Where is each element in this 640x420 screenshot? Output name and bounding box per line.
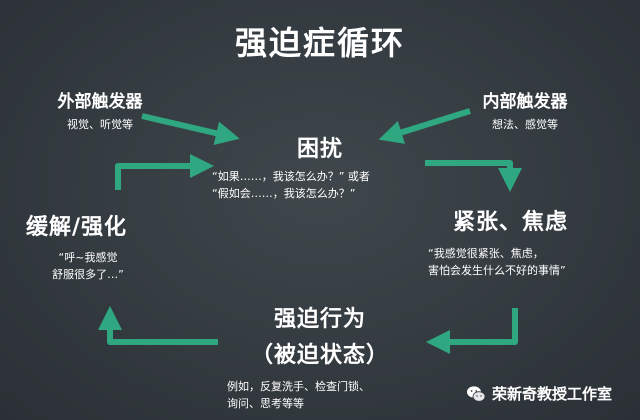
compulsion: 强迫行为 （被迫状态） [200,301,440,369]
internal-trigger-arrow [378,108,471,144]
relief-quote: “呼~我感觉 舒服很多了…” [28,249,148,283]
compulsion-sublabel: （被迫状态） [250,343,389,368]
diagram-title: 强迫症循环 [234,24,405,62]
relief-quote-line2: 舒服很多了…” [52,268,124,281]
internal-trigger: 内部触发器 想法、感觉等 [455,87,595,132]
distress-label: 困扰 [296,137,343,162]
anxiety-to-compulsion-arrow [426,308,518,354]
relief-quote-line1: “呼~我感觉 [58,251,118,264]
distress-quote-line1: “如果……，我该怎么办？” 或者 [212,170,370,183]
relief-to-distress-arrow [115,154,214,190]
external-trigger: 外部触发器 视觉、听觉等 [30,87,170,132]
relief-label: 缓解/强化 [26,215,128,240]
anxiety-quote-line1: “我感觉很紧张、焦虑， [428,247,544,260]
anxiety-label: 紧张、焦虑 [453,210,569,235]
external-trigger-arrow [141,113,240,145]
compulsion-to-relief-arrow [98,306,218,345]
external-trigger-examples: 视觉、听觉等 [67,118,133,131]
distress-quote: “如果……，我该怎么办？” 或者 “假如会……，我该怎么办？” [212,168,452,202]
internal-trigger-label: 内部触发器 [482,92,568,112]
compulsion-examples-line2: 询问、思考等等 [227,397,304,410]
compulsion-examples-line1: 例如，反复洗手、检查门锁、 [227,380,370,393]
distress-to-anxiety-arrow [425,160,522,192]
external-trigger-label: 外部触发器 [57,92,143,112]
wechat-icon [467,385,486,402]
watermark-text: 荣新奇教授工作室 [492,385,613,403]
internal-trigger-examples: 想法、感觉等 [492,118,558,131]
compulsion-label: 强迫行为 [273,307,366,332]
anxiety-quote: “我感觉很紧张、焦虑， 害怕会发生什么不好的事情” [428,245,628,279]
anxiety-quote-line2: 害怕会发生什么不好的事情” [428,264,566,277]
distress-quote-line2: “假如会……，我该怎么办？” [212,187,356,200]
watermark: 荣新奇教授工作室 [466,383,612,404]
compulsion-examples: 例如，反复洗手、检查门锁、 询问、思考等等 [227,378,447,412]
